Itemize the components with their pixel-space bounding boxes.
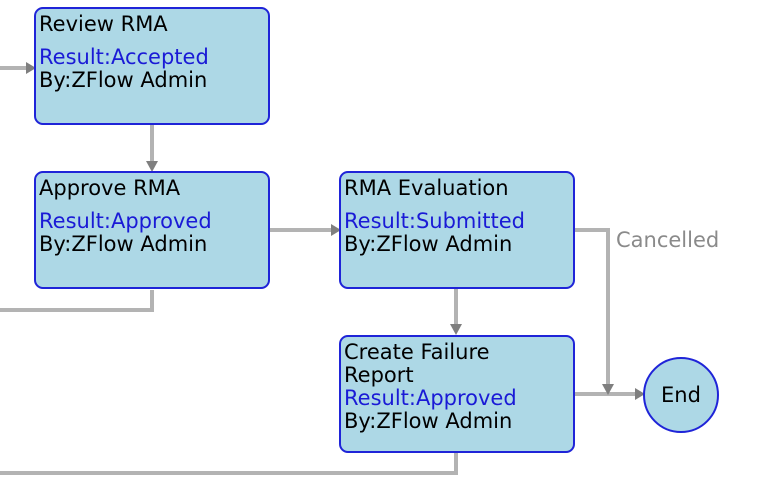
node-approve-rma[interactable]: Approve RMA Result:Approved By:ZFlow Adm… <box>34 171 270 289</box>
arrowhead-end <box>635 388 645 400</box>
node-create-failure-report[interactable]: Create Failure Report Result:Approved By… <box>339 335 575 453</box>
end-label: End <box>661 383 701 407</box>
arrowhead-rma-evaluation <box>331 224 341 236</box>
node-assignee: By:ZFlow Admin <box>344 232 513 256</box>
connector-failure-report-bottom-out <box>0 453 458 475</box>
node-title: RMA Evaluation <box>344 176 509 200</box>
node-end[interactable]: End <box>643 357 719 433</box>
arrowhead-approve-rma <box>146 161 158 172</box>
arrowhead-review-rma <box>26 62 36 74</box>
node-assignee: By:ZFlow Admin <box>39 68 208 92</box>
edge-label-cancelled: Cancelled <box>616 228 720 252</box>
node-assignee: By:ZFlow Admin <box>344 409 513 433</box>
node-review-rma[interactable]: Review RMA Result:Accepted By:ZFlow Admi… <box>34 7 270 125</box>
arrowhead-failure-report <box>450 324 462 335</box>
connector-evaluation-cancelled-to-end <box>575 228 610 384</box>
node-assignee: By:ZFlow Admin <box>39 232 208 256</box>
node-result: Result:Submitted <box>344 209 525 233</box>
node-result: Result:Approved <box>344 386 517 410</box>
node-rma-evaluation[interactable]: RMA Evaluation Result:Submitted By:ZFlow… <box>339 171 575 289</box>
node-title: Create Failure Report <box>344 340 490 387</box>
node-result: Result:Approved <box>39 209 212 233</box>
connector-approve-bottom-out <box>0 290 154 312</box>
node-title: Approve RMA <box>39 176 181 200</box>
arrowhead-end-cancelled <box>602 384 614 395</box>
node-title: Review RMA <box>39 12 168 36</box>
node-result: Result:Accepted <box>39 45 209 69</box>
